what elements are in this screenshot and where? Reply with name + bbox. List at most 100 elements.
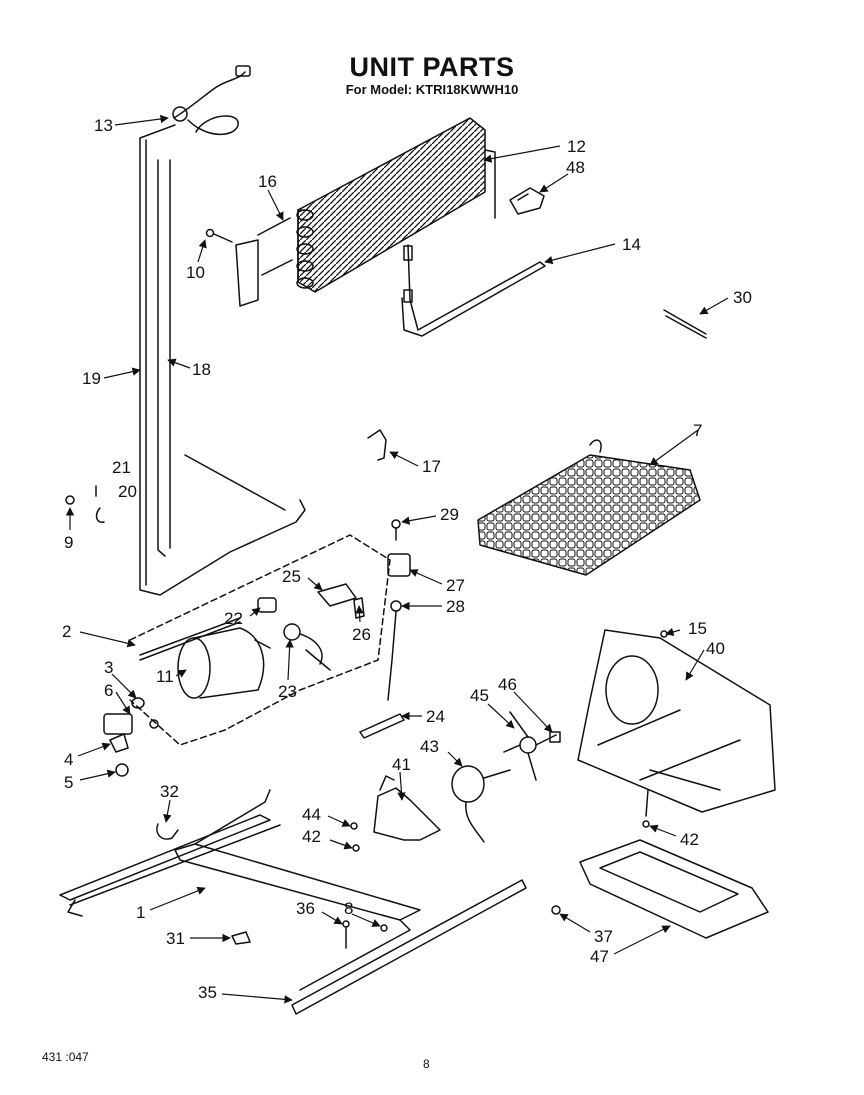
callout-21: 21 <box>112 458 131 477</box>
clip-part-48 <box>509 187 545 215</box>
leader-32 <box>163 799 172 823</box>
callout-1: 1 <box>136 903 145 922</box>
leader-14 <box>544 243 616 265</box>
callout-27: 27 <box>446 576 465 595</box>
callout-3: 3 <box>104 658 113 677</box>
screw-part-37 <box>551 905 561 915</box>
motor-bracket-part-41 <box>373 775 441 841</box>
clip-part-31 <box>231 931 251 945</box>
leader-23 <box>285 639 294 681</box>
parts-21-20-9 <box>65 485 105 523</box>
callout-26: 26 <box>352 625 371 644</box>
page-number: 8 <box>423 1057 430 1071</box>
harness-part-23 <box>283 623 331 671</box>
bracket-part-10 <box>205 228 259 307</box>
leader-40 <box>685 649 705 681</box>
callout-35: 35 <box>198 983 217 1002</box>
callout-23: 23 <box>278 682 297 701</box>
leader-45 <box>487 703 515 729</box>
leader-37 <box>559 913 591 933</box>
leader-15 <box>665 627 681 636</box>
leader-35 <box>221 993 293 1004</box>
callout-11: 11 <box>156 667 174 686</box>
leader-25 <box>307 577 323 591</box>
callout-10: 10 <box>186 263 205 282</box>
drain-heater-part-13 <box>172 65 251 136</box>
callout-6: 6 <box>104 681 113 700</box>
callout-37: 37 <box>594 927 613 946</box>
callout-18: 18 <box>192 360 211 379</box>
screw-part-44 <box>350 822 358 830</box>
drier-part-24 <box>359 713 405 739</box>
callout-7: 7 <box>693 421 702 440</box>
fan-bracket-part-40 <box>577 629 776 813</box>
callout-15: 15 <box>688 619 707 638</box>
callout-42-left: 42 <box>302 827 321 846</box>
callout-12: 12 <box>567 137 586 156</box>
callout-22: 22 <box>224 609 243 628</box>
leader-17 <box>389 451 419 467</box>
callout-30: 30 <box>733 288 752 307</box>
leader-4 <box>77 742 111 757</box>
tube-part-2 <box>139 617 241 661</box>
callout-17: 17 <box>422 457 441 476</box>
bracket-part-4 <box>109 733 129 753</box>
leader-1 <box>149 886 206 911</box>
leader-29 <box>401 515 437 525</box>
leader-10 <box>197 239 207 263</box>
leader-19 <box>103 367 141 379</box>
screw-part-42-left <box>352 844 360 852</box>
screw-part-29 <box>391 519 401 541</box>
callout-42-right: 42 <box>680 830 699 849</box>
clip-part-17 <box>367 429 387 461</box>
leader-48 <box>539 173 569 193</box>
callout-4: 4 <box>64 750 73 769</box>
leader-18 <box>167 358 191 369</box>
leader-13 <box>114 114 169 126</box>
leader-22 <box>249 607 261 617</box>
callout-25: 25 <box>282 567 301 586</box>
fan-blade-part-45 <box>503 711 557 781</box>
clip-part-32 <box>156 823 179 840</box>
model-subtitle: For Model: KTRI18KWWH10 <box>345 82 519 97</box>
compressor-compartment-outline <box>129 534 391 746</box>
callout-28: 28 <box>446 597 465 616</box>
overload-part-25 <box>317 583 357 607</box>
callout-24: 24 <box>426 707 445 726</box>
callout-40: 40 <box>706 639 725 658</box>
leader-41 <box>397 771 406 801</box>
vertical-tube-part-19 <box>139 124 306 596</box>
callout-46: 46 <box>498 675 517 694</box>
callout-47: 47 <box>590 947 609 966</box>
leader-12 <box>483 145 561 163</box>
callout-36: 36 <box>296 899 315 918</box>
screw-part-42-right <box>642 789 650 828</box>
leader-26 <box>355 605 364 623</box>
callout-31: 31 <box>166 929 185 948</box>
leader-30 <box>699 297 729 315</box>
leader-7 <box>649 429 699 466</box>
leader-5 <box>79 769 116 781</box>
leader-27 <box>409 569 443 585</box>
callout-14: 14 <box>622 235 641 254</box>
coil-loops-part-16 <box>257 209 314 289</box>
document-code: 431 :047 <box>42 1050 89 1064</box>
tube-part-30 <box>663 309 707 339</box>
screw-part-8 <box>380 924 388 932</box>
callout-32: 32 <box>160 782 179 801</box>
defrost-heater-part-14 <box>401 244 546 337</box>
compressor-part-11 <box>177 627 271 699</box>
callout-9: 9 <box>64 533 73 552</box>
callout-19: 19 <box>82 369 101 388</box>
condenser-part-12 <box>297 117 496 293</box>
fitting-part-6 <box>103 713 159 735</box>
callout-48: 48 <box>566 158 585 177</box>
callout-45: 45 <box>470 686 489 705</box>
leader-8 <box>351 913 381 927</box>
callout-5: 5 <box>64 773 73 792</box>
leader-2 <box>79 631 136 648</box>
base-frame-part-1 <box>59 789 421 991</box>
callout-8: 8 <box>344 899 353 918</box>
nut-part-46 <box>549 731 561 743</box>
leader-47 <box>613 925 671 955</box>
